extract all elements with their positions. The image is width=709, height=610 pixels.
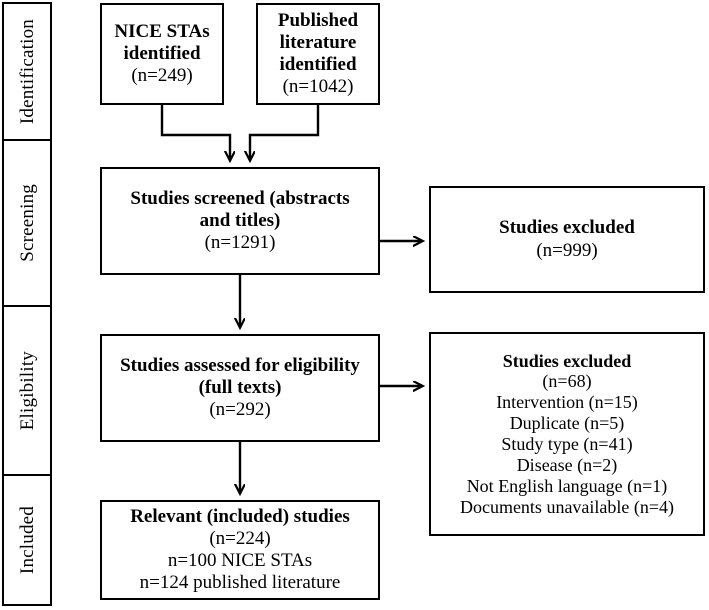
- studies-screened-title: Studies screened (abstracts and titles): [130, 188, 350, 231]
- studies-screened-count: (n=1291): [204, 231, 276, 253]
- studies-excluded-eligibility-title: Studies excluded: [502, 350, 632, 371]
- box-studies-excluded-eligibility: Studies excluded (n=68) Intervention (n=…: [429, 332, 705, 536]
- connector-nice-to-screened: [160, 105, 230, 160]
- eligibility-title-line-1: Studies assessed for eligibility: [120, 354, 360, 376]
- box-relevant-included-studies: Relevant (included) studies (n=224) n=10…: [100, 500, 380, 600]
- exclusion-reason-intervention: Intervention (n=15): [496, 392, 638, 413]
- included-title: Relevant (included) studies: [130, 505, 350, 527]
- box-nice-stas-identified: NICE STAs identified (n=249): [100, 3, 224, 105]
- stage-label-screening: Screening: [16, 184, 38, 262]
- nice-stas-count: (n=249): [131, 65, 193, 87]
- stage-cell-identification: Identification: [4, 4, 50, 139]
- included-detail-nice-stas: n=100 NICE STAs: [167, 550, 313, 571]
- box-studies-assessed-eligibility: Studies assessed for eligibility (full t…: [100, 334, 380, 442]
- box-published-literature-identified: Published literature identified (n=1042): [256, 3, 380, 105]
- stage-cell-eligibility: Eligibility: [4, 305, 50, 474]
- nice-stas-title-line-2: identified: [123, 42, 201, 64]
- stage-label-included: Included: [16, 505, 38, 575]
- exclusion-reason-documents-unavailable: Documents unavailable (n=4): [459, 496, 675, 517]
- published-literature-title-line-1: Published: [277, 9, 359, 31]
- published-literature-title-line-2: literature: [279, 31, 357, 53]
- published-literature-title-line-3: identified: [279, 54, 357, 75]
- connector-published-to-screened: [250, 105, 320, 160]
- studies-excluded-screening-count: (n=999): [536, 239, 598, 261]
- stage-label-identification: Identification: [16, 18, 38, 125]
- box-studies-screened: Studies screened (abstracts and titles) …: [100, 167, 380, 275]
- stage-label-column: Identification Screening Eligibility Inc…: [2, 2, 52, 606]
- included-count: (n=224): [209, 527, 271, 549]
- stage-cell-screening: Screening: [4, 139, 50, 305]
- eligibility-title-line-2: (full texts): [198, 376, 282, 398]
- exclusion-reason-duplicate: Duplicate (n=5): [509, 413, 625, 434]
- studies-excluded-eligibility-count: (n=68): [542, 371, 592, 392]
- eligibility-count: (n=292): [209, 399, 271, 421]
- nice-stas-title-line-1: NICE STAs: [114, 20, 210, 42]
- box-studies-excluded-screening: Studies excluded (n=999): [429, 186, 705, 293]
- exclusion-reason-not-english: Not English language (n=1): [466, 475, 668, 496]
- included-detail-published-literature: n=124 published literature: [139, 572, 341, 594]
- exclusion-reason-study-type: Study type (n=41): [501, 434, 633, 454]
- stage-cell-included: Included: [4, 474, 50, 604]
- published-literature-count: (n=1042): [282, 76, 354, 98]
- stage-label-eligibility: Eligibility: [16, 350, 38, 431]
- exclusion-reason-disease: Disease (n=2): [516, 454, 618, 475]
- studies-excluded-screening-title: Studies excluded: [499, 217, 635, 239]
